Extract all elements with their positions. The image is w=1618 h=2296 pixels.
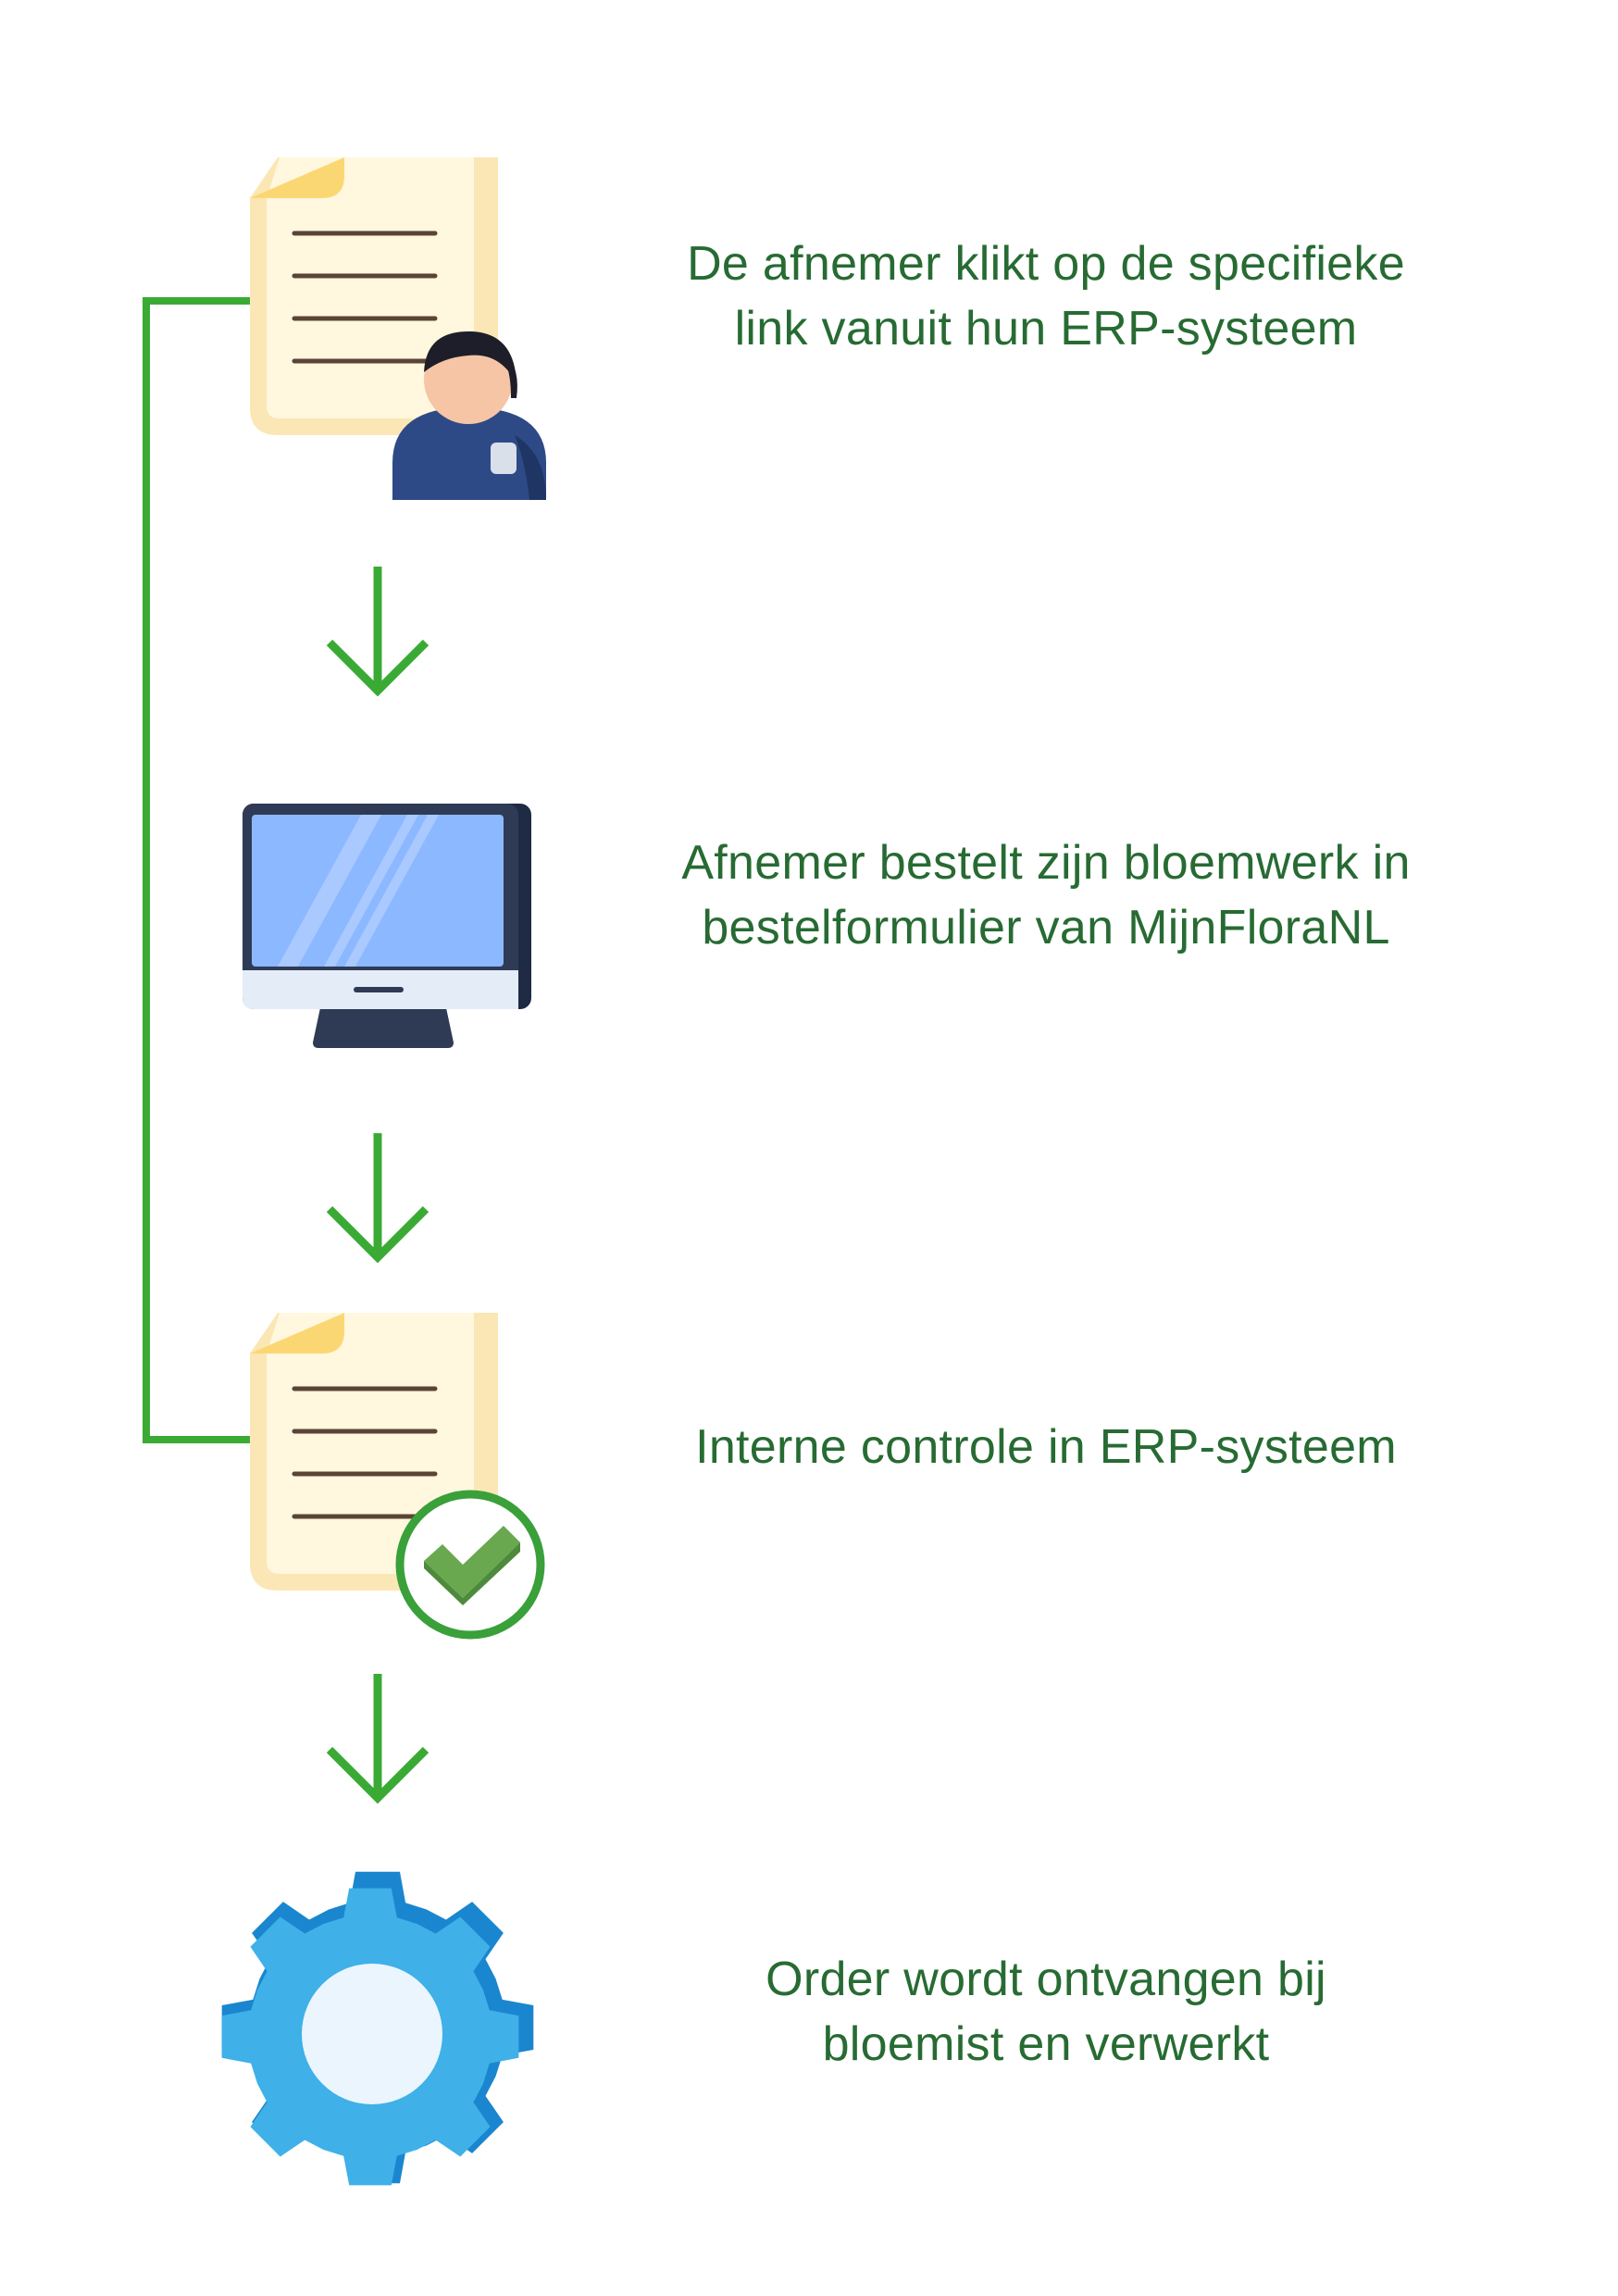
step-1-text: De afnemer klikt op de specifieke link v… (592, 231, 1500, 361)
step-2-text: Afnemer bestelt zijn bloemwerk in bestel… (592, 830, 1500, 960)
connector-line (143, 297, 250, 1443)
document-check-icon (250, 1313, 545, 1640)
step-1-line-1: De afnemer klikt op de specifieke (687, 237, 1405, 291)
step-2-line-1: Afnemer bestelt zijn bloemwerk in (681, 836, 1411, 890)
step-3-text: Interne controle in ERP-systeem (592, 1415, 1500, 1479)
step-3-line-1: Interne controle in ERP-systeem (695, 1420, 1397, 1474)
step-1-line-2: link vanuit hun ERP-systeem (734, 302, 1358, 356)
step-2-line-2: bestelformulier van MijnFloraNL (702, 901, 1390, 955)
gear-icon (221, 1871, 534, 2186)
step-4-line-1: Order wordt ontvangen bij (765, 1953, 1326, 2006)
user-icon (392, 331, 546, 500)
monitor-icon (243, 804, 531, 1048)
check-circle-icon (395, 1490, 545, 1640)
document-user-icon (250, 157, 546, 500)
arrow-down-icon (326, 1133, 429, 1264)
arrow-down-icon (326, 567, 429, 697)
step-4-line-2: bloemist en verwerkt (822, 2017, 1270, 2071)
step-4-text: Order wordt ontvangen bij bloemist en ve… (592, 1947, 1500, 2077)
arrow-down-icon (326, 1674, 429, 1804)
